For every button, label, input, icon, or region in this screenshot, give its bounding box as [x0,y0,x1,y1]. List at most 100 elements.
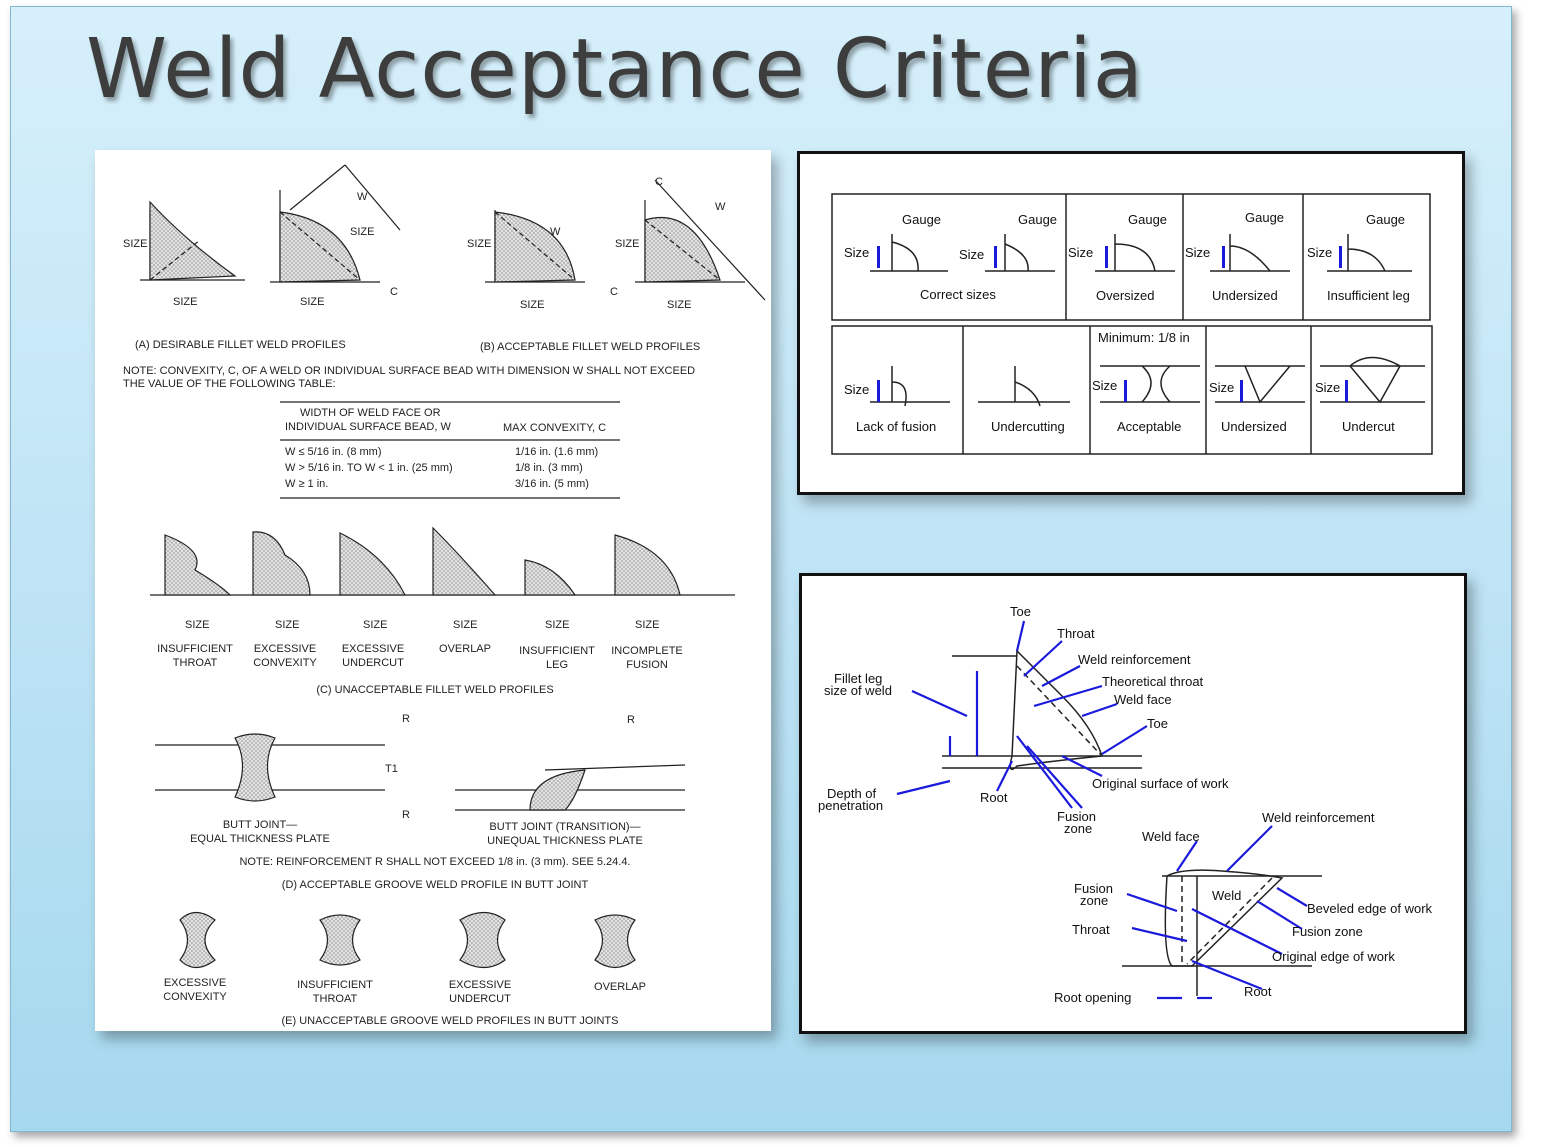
fusion-zone-label: Fusion [1057,809,1096,824]
root-label: Root [980,790,1008,805]
weld-face-label: Weld face [1142,829,1200,844]
size-label: SIZE [467,238,491,250]
size-label: Size [844,245,869,260]
weld-anatomy-panel: Toe Throat Weld reinforcement Theoretica… [799,573,1467,1034]
w-label: W [550,226,561,238]
groove-label: UNDERCUT [449,993,511,1005]
size-label: Size [1185,245,1210,260]
section-b-caption: (B) ACCEPTABLE FILLET WELD PROFILES [480,341,700,353]
size-label: SIZE [300,296,324,308]
butt-equal-label: EQUAL THICKNESS PLATE [190,833,330,845]
size-label: Size [959,247,984,262]
table-cell-c: 3/16 in. (5 mm) [515,478,589,490]
depth-label: Depth of [827,786,877,801]
unacceptable-label: FUSION [626,659,668,671]
size-label: Size [1209,380,1234,395]
fillet-profile-b1 [485,210,585,283]
row1-caption: Oversized [1096,288,1155,303]
table-cell-c: 1/16 in. (1.6 mm) [515,446,598,458]
size-label: SIZE [667,299,691,311]
theoretical-throat-label: Theoretical throat [1102,674,1204,689]
size-label: Size [1092,378,1117,393]
size-label: SIZE [350,226,374,238]
butt-joint-transition [455,764,686,811]
row1-caption: Correct sizes [920,287,996,302]
row2-caption: Undersized [1221,419,1287,434]
gauge-label: Gauge [1366,212,1405,227]
gauge-weld-shapes [870,234,1425,407]
gauge-label: Gauge [1128,212,1167,227]
w-label: W [357,191,368,203]
row1-caption: Insufficient leg [1327,288,1410,303]
butt-transition-label: BUTT JOINT (TRANSITION)— [489,821,640,833]
size-label: SIZE [545,619,569,631]
size-label: SIZE [453,619,477,631]
groove-label: OVERLAP [594,981,646,993]
row2-caption: Lack of fusion [856,419,936,434]
size-label: SIZE [635,619,659,631]
size-label: SIZE [275,619,299,631]
section-d-caption: (D) ACCEPTABLE GROOVE WELD PROFILE IN BU… [282,879,589,891]
weld-reinforcement-label: Weld reinforcement [1078,652,1191,667]
unacceptable-label: INSUFFICIENT [157,643,233,655]
row2-caption: Undercut [1342,419,1395,434]
size-label: Size [1315,380,1340,395]
toe-label: Toe [1147,716,1168,731]
size-label: Size [1307,245,1332,260]
row2-caption: Acceptable [1117,419,1181,434]
groove-label: THROAT [313,993,358,1005]
fusion-zone-label: zone [1064,821,1092,836]
original-surface-label: Original surface of work [1092,776,1229,791]
w-label: W [715,201,726,213]
weld-reinforcement-label: Weld reinforcement [1262,810,1375,825]
fillet-profile-a1 [140,200,245,281]
fusion-zone-label: Fusion [1074,881,1113,896]
fillet-leg-label: Fillet leg [834,671,882,686]
minimum-label: Minimum: 1/8 in [1098,330,1190,345]
unacceptable-label: CONVEXITY [253,657,317,669]
r-label: R [402,809,410,821]
row2-caption: Undercutting [991,419,1065,434]
size-label: SIZE [123,238,147,250]
section-e-caption: (E) UNACCEPTABLE GROOVE WELD PROFILES IN… [282,1015,619,1027]
size-label: SIZE [185,619,209,631]
weld-label: Weld [1212,888,1241,903]
butt-equal-label: BUTT JOINT— [223,819,297,831]
size-label: SIZE [173,296,197,308]
table-header-2: MAX CONVEXITY, C [503,422,606,434]
size-label: Size [844,382,869,397]
table-cell-w: W > 5/16 in. TO W < 1 in. (25 mm) [285,462,453,474]
aws-weld-profiles-panel: SIZE SIZE SIZE SIZE W C SIZE SIZE W C SI… [95,150,771,1031]
beveled-edge-label: Beveled edge of work [1307,901,1433,916]
table-header-1a: WIDTH OF WELD FACE OR [300,407,441,419]
weld-gauge-panel: Gauge Gauge Gauge Gauge Gauge Size Size … [797,151,1465,495]
original-edge-label: Original edge of work [1272,949,1395,964]
section-c-caption: (C) UNACCEPTABLE FILLET WELD PROFILES [316,684,553,696]
weld-face-label: Weld face [1114,692,1172,707]
fillet-leg-label: size of weld [824,683,892,698]
fillet-profile-a2 [270,164,401,283]
gauge-label: Gauge [1245,210,1284,225]
c-label: C [390,286,398,298]
throat-label: Throat [1072,922,1110,937]
table-cell-w: W ≤ 5/16 in. (8 mm) [285,446,382,458]
unacceptable-label: INSUFFICIENT [519,645,595,657]
depth-label: penetration [818,798,883,813]
gauge-label: Gauge [1018,212,1057,227]
weld-gauge-figure: Gauge Gauge Gauge Gauge Gauge Size Size … [831,193,1433,455]
butt-joint-equal [155,733,385,802]
anatomy-arrows [896,620,1308,1000]
section-a-caption: (A) DESIRABLE FILLET WELD PROFILES [135,339,346,351]
gauge-label: Gauge [902,212,941,227]
gauge-size-arrows [877,246,1348,402]
fusion-zone-label: Fusion zone [1292,924,1363,939]
root-opening-label: Root opening [1054,990,1131,1005]
note-reinforcement: NOTE: REINFORCEMENT R SHALL NOT EXCEED 1… [239,856,630,868]
unacceptable-groove-row [179,911,636,969]
c-label: C [610,286,618,298]
aws-weld-profiles-figure: SIZE SIZE SIZE SIZE W C SIZE SIZE W C SI… [123,164,766,1027]
groove-label: EXCESSIVE [164,977,226,989]
weld-anatomy-figure: Toe Throat Weld reinforcement Theoretica… [818,604,1433,1005]
groove-label: EXCESSIVE [449,979,511,991]
slide-title: Weld Acceptance Criteria [86,22,1145,117]
